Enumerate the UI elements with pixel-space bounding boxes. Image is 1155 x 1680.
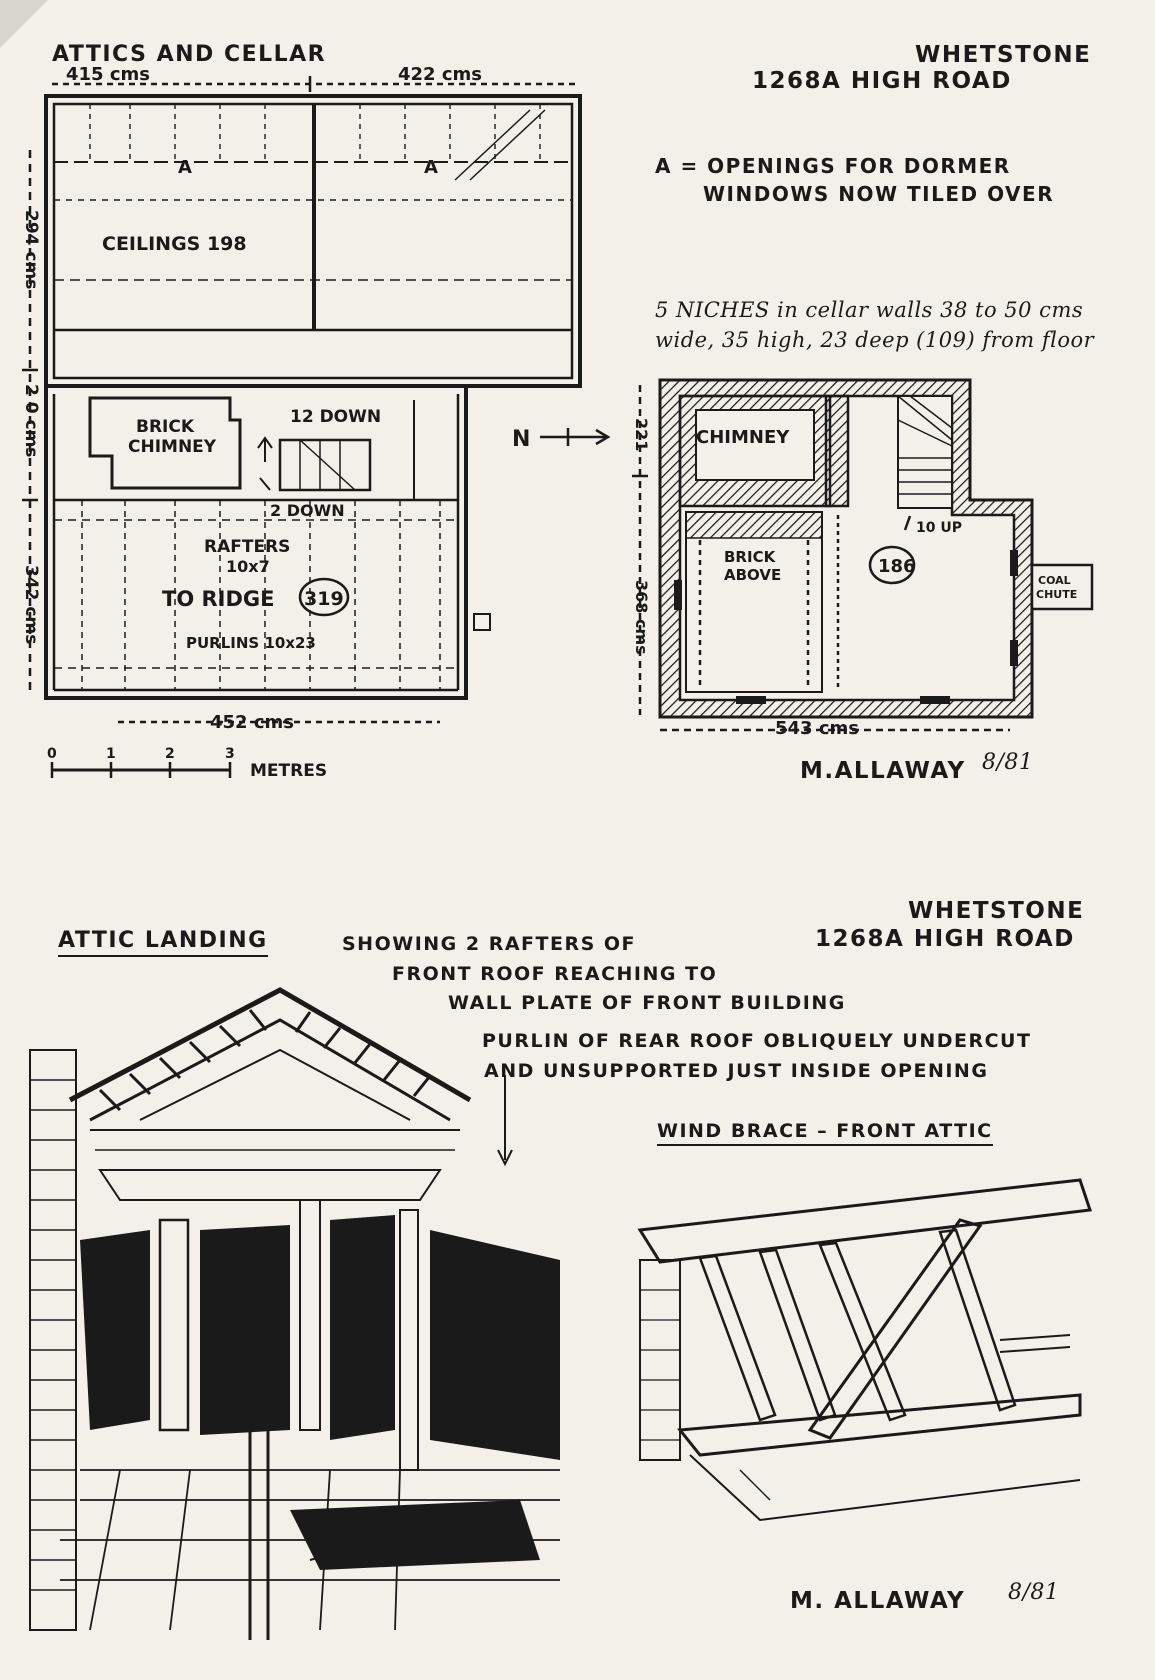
rafters-label-1: RAFTERS — [204, 537, 290, 557]
note-a-line1: A = OPENINGS FOR DORMER — [655, 154, 1011, 178]
note-a-line2: WINDOWS NOW TILED OVER — [703, 182, 1055, 206]
coal-chute-2: CHUTE — [1036, 588, 1077, 601]
wind-brace-title: WIND BRACE – FRONT ATTIC — [657, 1122, 993, 1146]
showing-line3: WALL PLATE OF FRONT BUILDING — [448, 992, 846, 1014]
stairs-up-10: 10 UP — [916, 520, 962, 536]
rafters-label-2: 10x7 — [226, 557, 270, 576]
chimney-label-1: BRICK — [136, 417, 195, 437]
cellar-chimney-label: CHIMNEY — [696, 427, 790, 448]
date-top: 8/81 — [982, 750, 1034, 775]
purlin-line1: PURLIN OF REAR ROOF OBLIQUELY UNDERCUT — [482, 1030, 1032, 1052]
signature-bottom: M. ALLAWAY — [790, 1588, 966, 1614]
signature-top: M.ALLAWAY — [800, 758, 966, 784]
dormer-label-1: A — [178, 157, 192, 178]
dim-left-1: 294 cms — [21, 210, 41, 289]
cellar-height: 186 — [878, 556, 916, 577]
scale-tick-1: 1 — [106, 746, 116, 762]
plan-title: ATTICS AND CELLAR — [52, 42, 327, 67]
scale-tick-2: 2 — [165, 746, 175, 762]
scale-tick-0: 0 — [47, 746, 57, 762]
scale-tick-3: 3 — [225, 746, 235, 762]
cellar-dim-bottom: 543 cms — [775, 718, 859, 739]
ceilings-label: CEILINGS 198 — [102, 233, 247, 255]
dim-top-left: 415 cms — [66, 64, 150, 85]
note-niches-line2: wide, 35 high, 23 deep (109) from floor — [655, 328, 1095, 352]
attic-landing-title: ATTIC LANDING — [58, 930, 268, 957]
to-ridge-label: TO RIDGE — [162, 587, 275, 611]
cellar-dim-main: 368 cms — [632, 580, 651, 655]
cellar-dim-top: 221 — [632, 418, 651, 451]
site-address-2: 1268A HIGH ROAD — [815, 926, 1075, 952]
brick-above-2: ABOVE — [724, 566, 781, 584]
showing-line2: FRONT ROOF REACHING TO — [392, 963, 718, 985]
dim-top-right: 422 cms — [398, 64, 482, 85]
purlins-label: PURLINS 10x23 — [186, 634, 316, 652]
site-name-2: WHETSTONE — [908, 898, 1085, 924]
dim-left-2: 2 0 cms — [21, 384, 41, 457]
stairs-down-2: 2 DOWN — [270, 501, 345, 520]
dim-bottom-attic: 452 cms — [210, 712, 294, 733]
coal-chute-1: COAL — [1038, 574, 1071, 587]
date-bottom: 8/81 — [1008, 1580, 1060, 1605]
stairs-down-12: 12 DOWN — [290, 407, 381, 427]
ridge-value: 319 — [304, 588, 344, 610]
dim-left-3: 342 cms — [21, 565, 41, 644]
dormer-label-2: A — [424, 157, 438, 178]
site-name: WHETSTONE — [915, 42, 1092, 68]
showing-line1: SHOWING 2 RAFTERS OF — [342, 933, 637, 955]
site-address: 1268A HIGH ROAD — [752, 68, 1012, 94]
note-niches-line1: 5 NICHES in cellar walls 38 to 50 cms — [655, 298, 1084, 322]
folded-corner — [0, 0, 48, 48]
purlin-line2: AND UNSUPPORTED JUST INSIDE OPENING — [484, 1060, 989, 1082]
scale-label: METRES — [250, 761, 327, 781]
chimney-label-2: CHIMNEY — [128, 437, 217, 457]
north-label: N — [512, 427, 530, 452]
brick-above-1: BRICK — [724, 548, 777, 566]
